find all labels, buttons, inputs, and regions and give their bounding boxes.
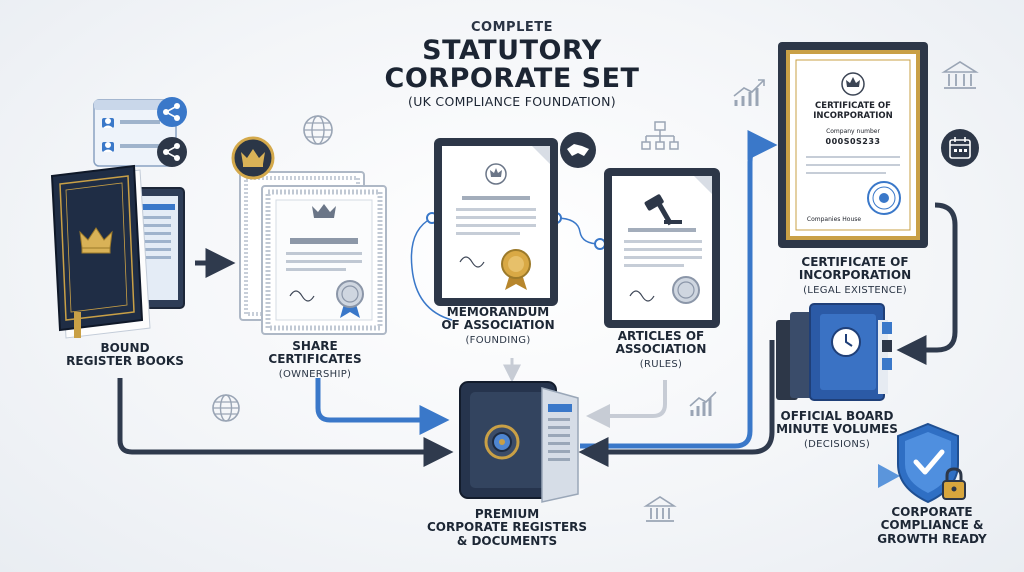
framed-certificate-heading-line-1: Certificate of: [815, 101, 891, 111]
label-incorporation-line-2: INCORPORATION: [798, 268, 912, 283]
seal-icon: [867, 181, 901, 215]
globe-icon: [303, 115, 333, 145]
board-minutes-illustration: [776, 303, 892, 401]
gavel-icon: [644, 194, 682, 226]
arrow-books-to-registers: [117, 378, 454, 467]
framed-certificate-heading: Certificate of Incorporation: [796, 101, 910, 122]
label-memorandum-line-1: MEMORANDUM: [446, 305, 550, 319]
clock-icon: [831, 327, 861, 357]
label-incorporation-line-1: CERTIFICATE OF: [801, 255, 909, 269]
seal-icon: [672, 276, 700, 304]
arrow-certificates-to-registers: [315, 378, 450, 435]
handshake-icon: [560, 132, 596, 168]
label-articles: ARTICLES OF ASSOCIATION (RULES): [586, 329, 736, 370]
register-books-illustration: [50, 99, 185, 339]
lock-icon: [942, 467, 966, 500]
label-register-books-line-2: REGISTER BOOKS: [66, 354, 184, 369]
title-line-2: CORPORATE SET: [384, 63, 640, 95]
label-register-books-line-1: BOUND: [100, 341, 150, 355]
safe-dial-icon: [484, 424, 520, 460]
company-number: 000S0S233: [825, 137, 881, 146]
company-number-label: Company number: [826, 128, 880, 135]
label-registers: PREMIUM CORPORATE REGISTERS & DOCUMENTS: [412, 507, 602, 548]
certificate-issuer: Companies House: [806, 216, 862, 223]
label-board-minutes-line-2: MINUTE VOLUMES: [776, 422, 898, 437]
label-memorandum: MEMORANDUM OF ASSOCIATION (FOUNDING): [418, 305, 578, 346]
label-articles-sub: (RULES): [639, 358, 683, 370]
label-share-certificates-line-1: SHARE: [292, 339, 338, 353]
hierarchy-icon: [641, 121, 679, 150]
connector-memo-articles: [555, 217, 601, 245]
label-compliance-line-1: CORPORATE: [891, 505, 973, 519]
growth-chart-icon: [689, 391, 717, 416]
framed-certificate-heading-line-2: Incorporation: [813, 110, 893, 121]
label-incorporation: CERTIFICATE OF INCORPORATION (LEGAL EXIS…: [770, 255, 940, 296]
title-line-1: STATUTORY: [422, 35, 602, 66]
label-share-certificates-sub: (OWNERSHIP): [278, 368, 352, 380]
arrow-registers-to-incorporation: [580, 130, 778, 449]
incorporation-frame: [778, 42, 928, 248]
share-certificates-illustration: [239, 171, 387, 335]
share-icon: [157, 137, 187, 167]
arrow-minutes-to-registers: [578, 340, 775, 467]
arrow-incorporation-to-minutes: [896, 202, 958, 365]
title-prefix: COMPLETE: [471, 20, 553, 35]
crown-icon: [79, 227, 113, 254]
seal-icon: [336, 280, 364, 318]
bank-icon: [941, 61, 979, 89]
connector-memo-left: [410, 217, 453, 321]
label-board-minutes-line-1: OFFICIAL BOARD: [780, 409, 894, 423]
user-icon: [103, 142, 113, 152]
seal-icon: [501, 249, 531, 290]
label-board-minutes-sub: (DECISIONS): [803, 438, 871, 450]
label-registers-line-1: PREMIUM: [474, 507, 540, 521]
page-subtitle: (UK COMPLIANCE FOUNDATION): [408, 94, 616, 109]
label-register-books: BOUND REGISTER BOOKS: [50, 341, 200, 369]
page-title: STATUTORY CORPORATE SET: [0, 35, 1024, 95]
label-articles-line-1: ARTICLES OF: [617, 329, 705, 343]
growth-chart-icon: [733, 79, 765, 106]
user-icon: [103, 118, 113, 128]
arrow-head-compliance: [878, 464, 900, 488]
label-memorandum-sub: (FOUNDING): [465, 334, 531, 346]
arrow-articles-to-registers: [586, 380, 667, 428]
crown-icon: [231, 136, 275, 180]
label-board-minutes: OFFICIAL BOARD MINUTE VOLUMES (DECISIONS…: [752, 409, 922, 450]
label-share-certificates-line-2: CERTIFICATES: [268, 352, 362, 367]
globe-icon: [212, 394, 240, 422]
memorandum-illustration: [434, 138, 558, 306]
share-icon: [157, 97, 187, 127]
label-compliance-line-2: COMPLIANCE &: [880, 518, 984, 533]
label-articles-line-2: ASSOCIATION: [615, 342, 707, 357]
label-share-certificates: SHARE CERTIFICATES (OWNERSHIP): [240, 339, 390, 380]
label-memorandum-line-2: OF ASSOCIATION: [441, 318, 555, 333]
label-compliance-line-3: GROWTH READY: [877, 531, 987, 546]
articles-illustration: [604, 168, 720, 328]
bank-icon: [643, 496, 677, 522]
label-compliance: CORPORATE COMPLIANCE & GROWTH READY: [862, 505, 1002, 546]
label-incorporation-sub: (LEGAL EXISTENCE): [803, 284, 907, 296]
label-registers-line-3: & DOCUMENTS: [456, 533, 558, 548]
label-registers-line-2: CORPORATE REGISTERS: [426, 520, 588, 535]
calendar-icon: [941, 129, 979, 167]
